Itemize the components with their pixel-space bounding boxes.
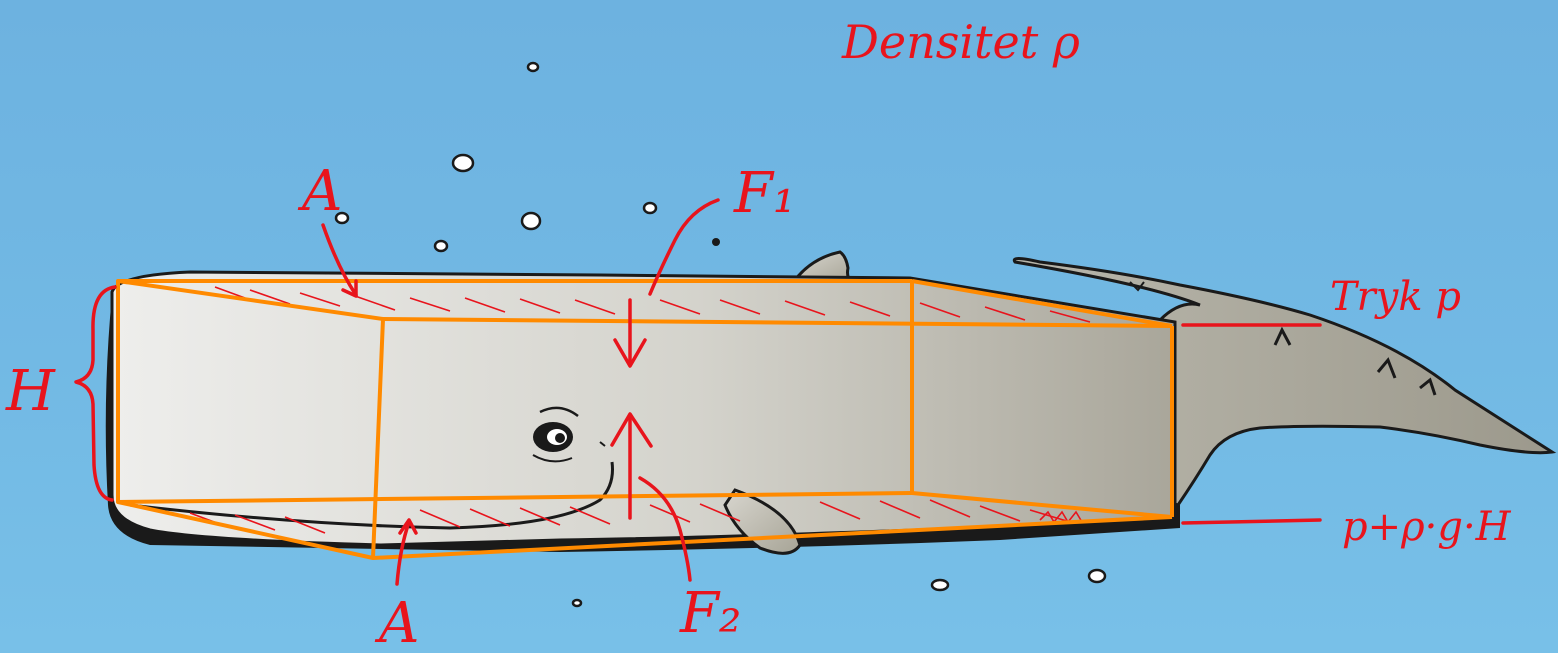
force-bottom-leader [638,476,692,582]
area-bottom-label: A [374,591,419,653]
speck [712,238,720,246]
area-top-leader [321,223,358,297]
height-label: H [5,359,56,424]
whale-shadow [105,295,1180,552]
pressure-bottom-line [1181,518,1322,525]
bubble [1087,568,1107,584]
top-area-hatching [214,286,1091,323]
height-brace [74,285,117,502]
box-bottom-front-edge [372,515,1173,560]
bubble [433,239,449,253]
box-bottom-back-edge [117,491,913,504]
bottom-hatching-squiggle [1039,510,1083,524]
bottom-area-hatching [189,499,1071,534]
box-top-right-edge [911,279,1173,328]
area-bottom-leader-head [398,518,418,535]
whale-detail [599,441,606,447]
water-bubbles [334,61,1107,608]
area-top-label: A [297,159,342,224]
bubble [334,211,350,225]
whale-tail [1012,257,1557,507]
tail-notches [1273,326,1437,396]
bubble [520,211,542,231]
labels: Densitet ρ H A A F₁ F₂ Tryk p p+ρ·g·H [5,15,1512,653]
pressure-bottom-label: p+ρ·g·H [1342,504,1512,550]
whale-mouth [129,461,614,530]
bubble [930,578,950,592]
box-top-front-edge [382,317,1173,328]
bubble [526,61,540,73]
bubble [642,201,658,215]
tail-detail [1129,281,1145,292]
density-title: Densitet ρ [841,15,1080,69]
area-top-leader-head [341,279,358,298]
force-bottom-label: F₂ [679,581,741,646]
force-top-leader [648,198,720,296]
box-bottom-right-edge [911,491,1173,519]
force-top-label: F₁ [733,161,795,226]
bubble [451,153,475,173]
area-bottom-leader [395,520,411,586]
force-arrow-down [613,298,647,368]
area-hatching [189,286,1091,534]
annotations [74,198,1322,586]
force-arrow-up [610,412,653,520]
volume-box [116,279,1174,560]
whale-eye [532,406,579,463]
bubble [571,598,583,608]
pressure-top-label: Tryk p [1330,274,1461,320]
